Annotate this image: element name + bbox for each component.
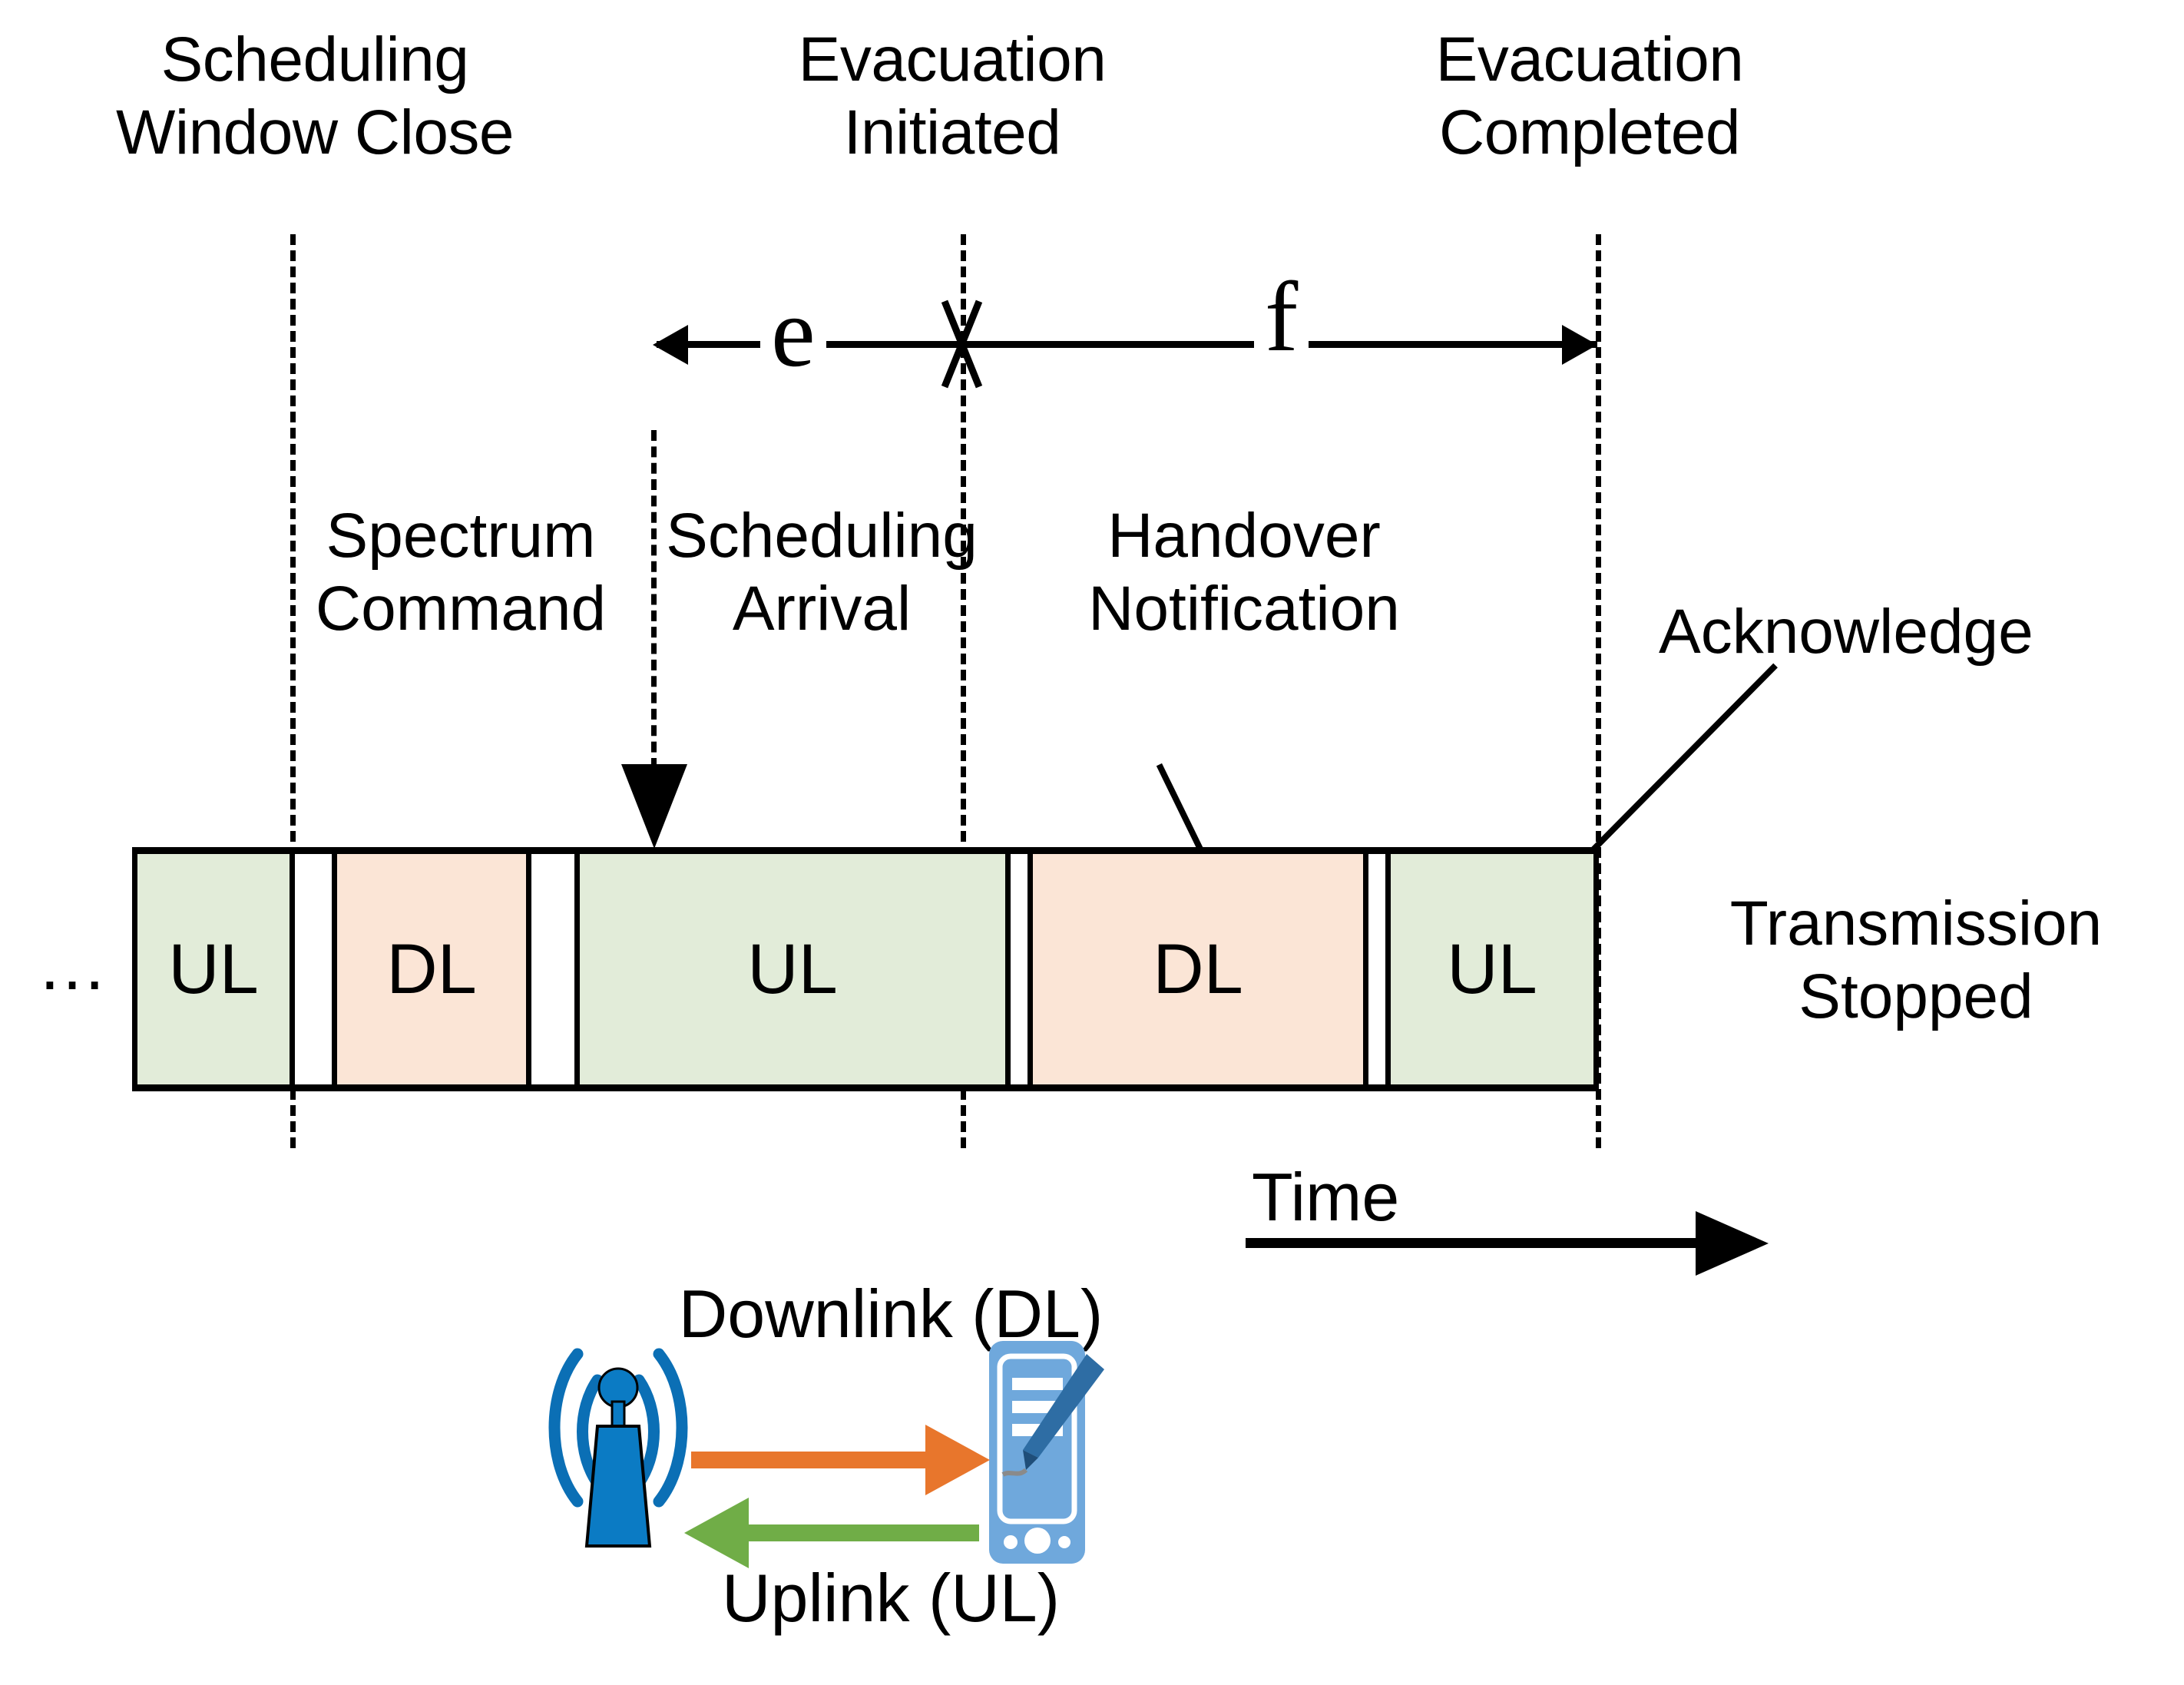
timeline-gap-1 [295, 854, 332, 1084]
timeline-slot-label: UL [747, 929, 838, 1008]
marker-line-evacuation-initiated [961, 234, 966, 1148]
uplink-arrow-head-icon [684, 1498, 749, 1568]
label-acknowledge: Acknowledge [1659, 597, 2033, 667]
timeline-slot-ul-1[interactable]: UL [132, 854, 295, 1084]
legend-uplink-label: Uplink (UL) [721, 1560, 1061, 1636]
spectrum-command-arrival-arrow-icon [621, 764, 687, 849]
timeline-slot-label: DL [386, 929, 477, 1008]
timeline-continuation-ellipsis: … [37, 926, 111, 1005]
label-handover-notification: Handover Notification [1088, 501, 1400, 644]
timeline-slot-ul-3[interactable]: UL [1385, 854, 1599, 1084]
timeline-slot-label: UL [1447, 929, 1537, 1008]
interval-rule-line [657, 341, 1597, 348]
downlink-arrow-line [691, 1452, 929, 1468]
tablet-stylus-icon [989, 1341, 1104, 1564]
timeline-gap-3 [1011, 854, 1027, 1084]
event-label-evacuation-completed: Evacuation Completed [1435, 25, 1744, 168]
time-axis-label: Time [1252, 1159, 1400, 1235]
label-spectrum-command: Spectrum Command [315, 501, 607, 644]
legend-downlink-label: Downlink (DL) [678, 1276, 1104, 1352]
uplink-arrow-line [749, 1524, 979, 1541]
label-transmission-stopped: Transmission Stopped [1729, 889, 2103, 1032]
timeline-slot-dl-2[interactable]: DL [1027, 854, 1368, 1084]
timeline-bar: UL DL UL DL UL [132, 847, 1599, 1091]
time-axis-arrow-icon [1696, 1211, 1769, 1276]
interval-arrow-left-head [653, 325, 688, 365]
event-label-scheduling-window-close: Scheduling Window Close [115, 25, 515, 168]
timeline-slot-dl-1[interactable]: DL [332, 854, 531, 1084]
label-scheduling-arrival: Scheduling Arrival [666, 501, 978, 644]
interval-label-e: e [760, 283, 826, 382]
interval-arrow-right-head [1562, 325, 1597, 365]
timeline-slot-label: UL [168, 929, 259, 1008]
interval-label-f: f [1254, 267, 1309, 367]
cell-tower-icon [548, 1348, 688, 1548]
event-label-evacuation-initiated: Evacuation Initiated [798, 25, 1107, 168]
marker-line-scheduling-window-close [290, 234, 296, 1148]
timeline-gap-4 [1368, 854, 1385, 1084]
time-axis-line [1246, 1238, 1699, 1248]
marker-line-spectrum-command [651, 430, 657, 818]
timeline-slot-ul-2[interactable]: UL [574, 854, 1011, 1084]
downlink-arrow-head-icon [925, 1425, 990, 1495]
timeline-slot-label: DL [1153, 929, 1243, 1008]
marker-line-evacuation-completed [1596, 234, 1601, 1148]
timeline-gap-2 [531, 854, 574, 1084]
